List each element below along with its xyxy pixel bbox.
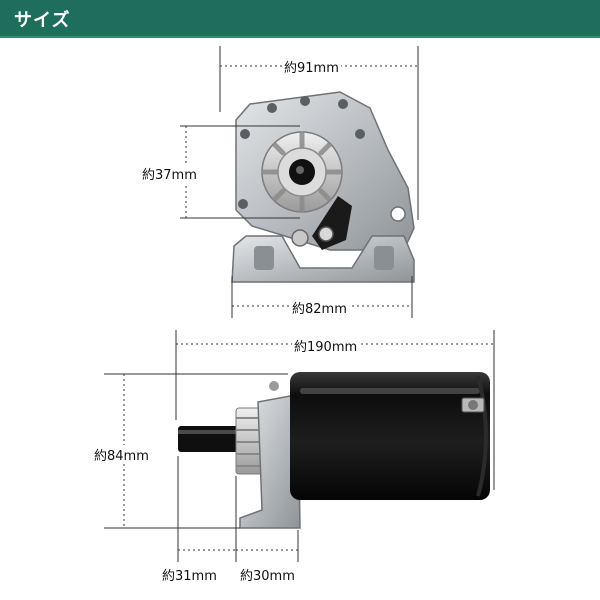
dimension-gear-height: 約37mm [140, 164, 199, 183]
dimension-body-height: 約84mm [92, 445, 151, 464]
dimension-flange-length: 約30mm [238, 565, 297, 584]
dimension-base-width: 約82mm [290, 298, 349, 317]
section-title: サイズ [14, 10, 71, 31]
dimension-shaft-length: 約31mm [160, 565, 219, 584]
starter-side-view [178, 372, 490, 529]
section-header: サイズ [0, 0, 600, 38]
starter-front-view [231, 91, 415, 283]
dimension-total-length: 約190mm [292, 336, 360, 355]
dimension-top-width: 約91mm [282, 57, 341, 76]
